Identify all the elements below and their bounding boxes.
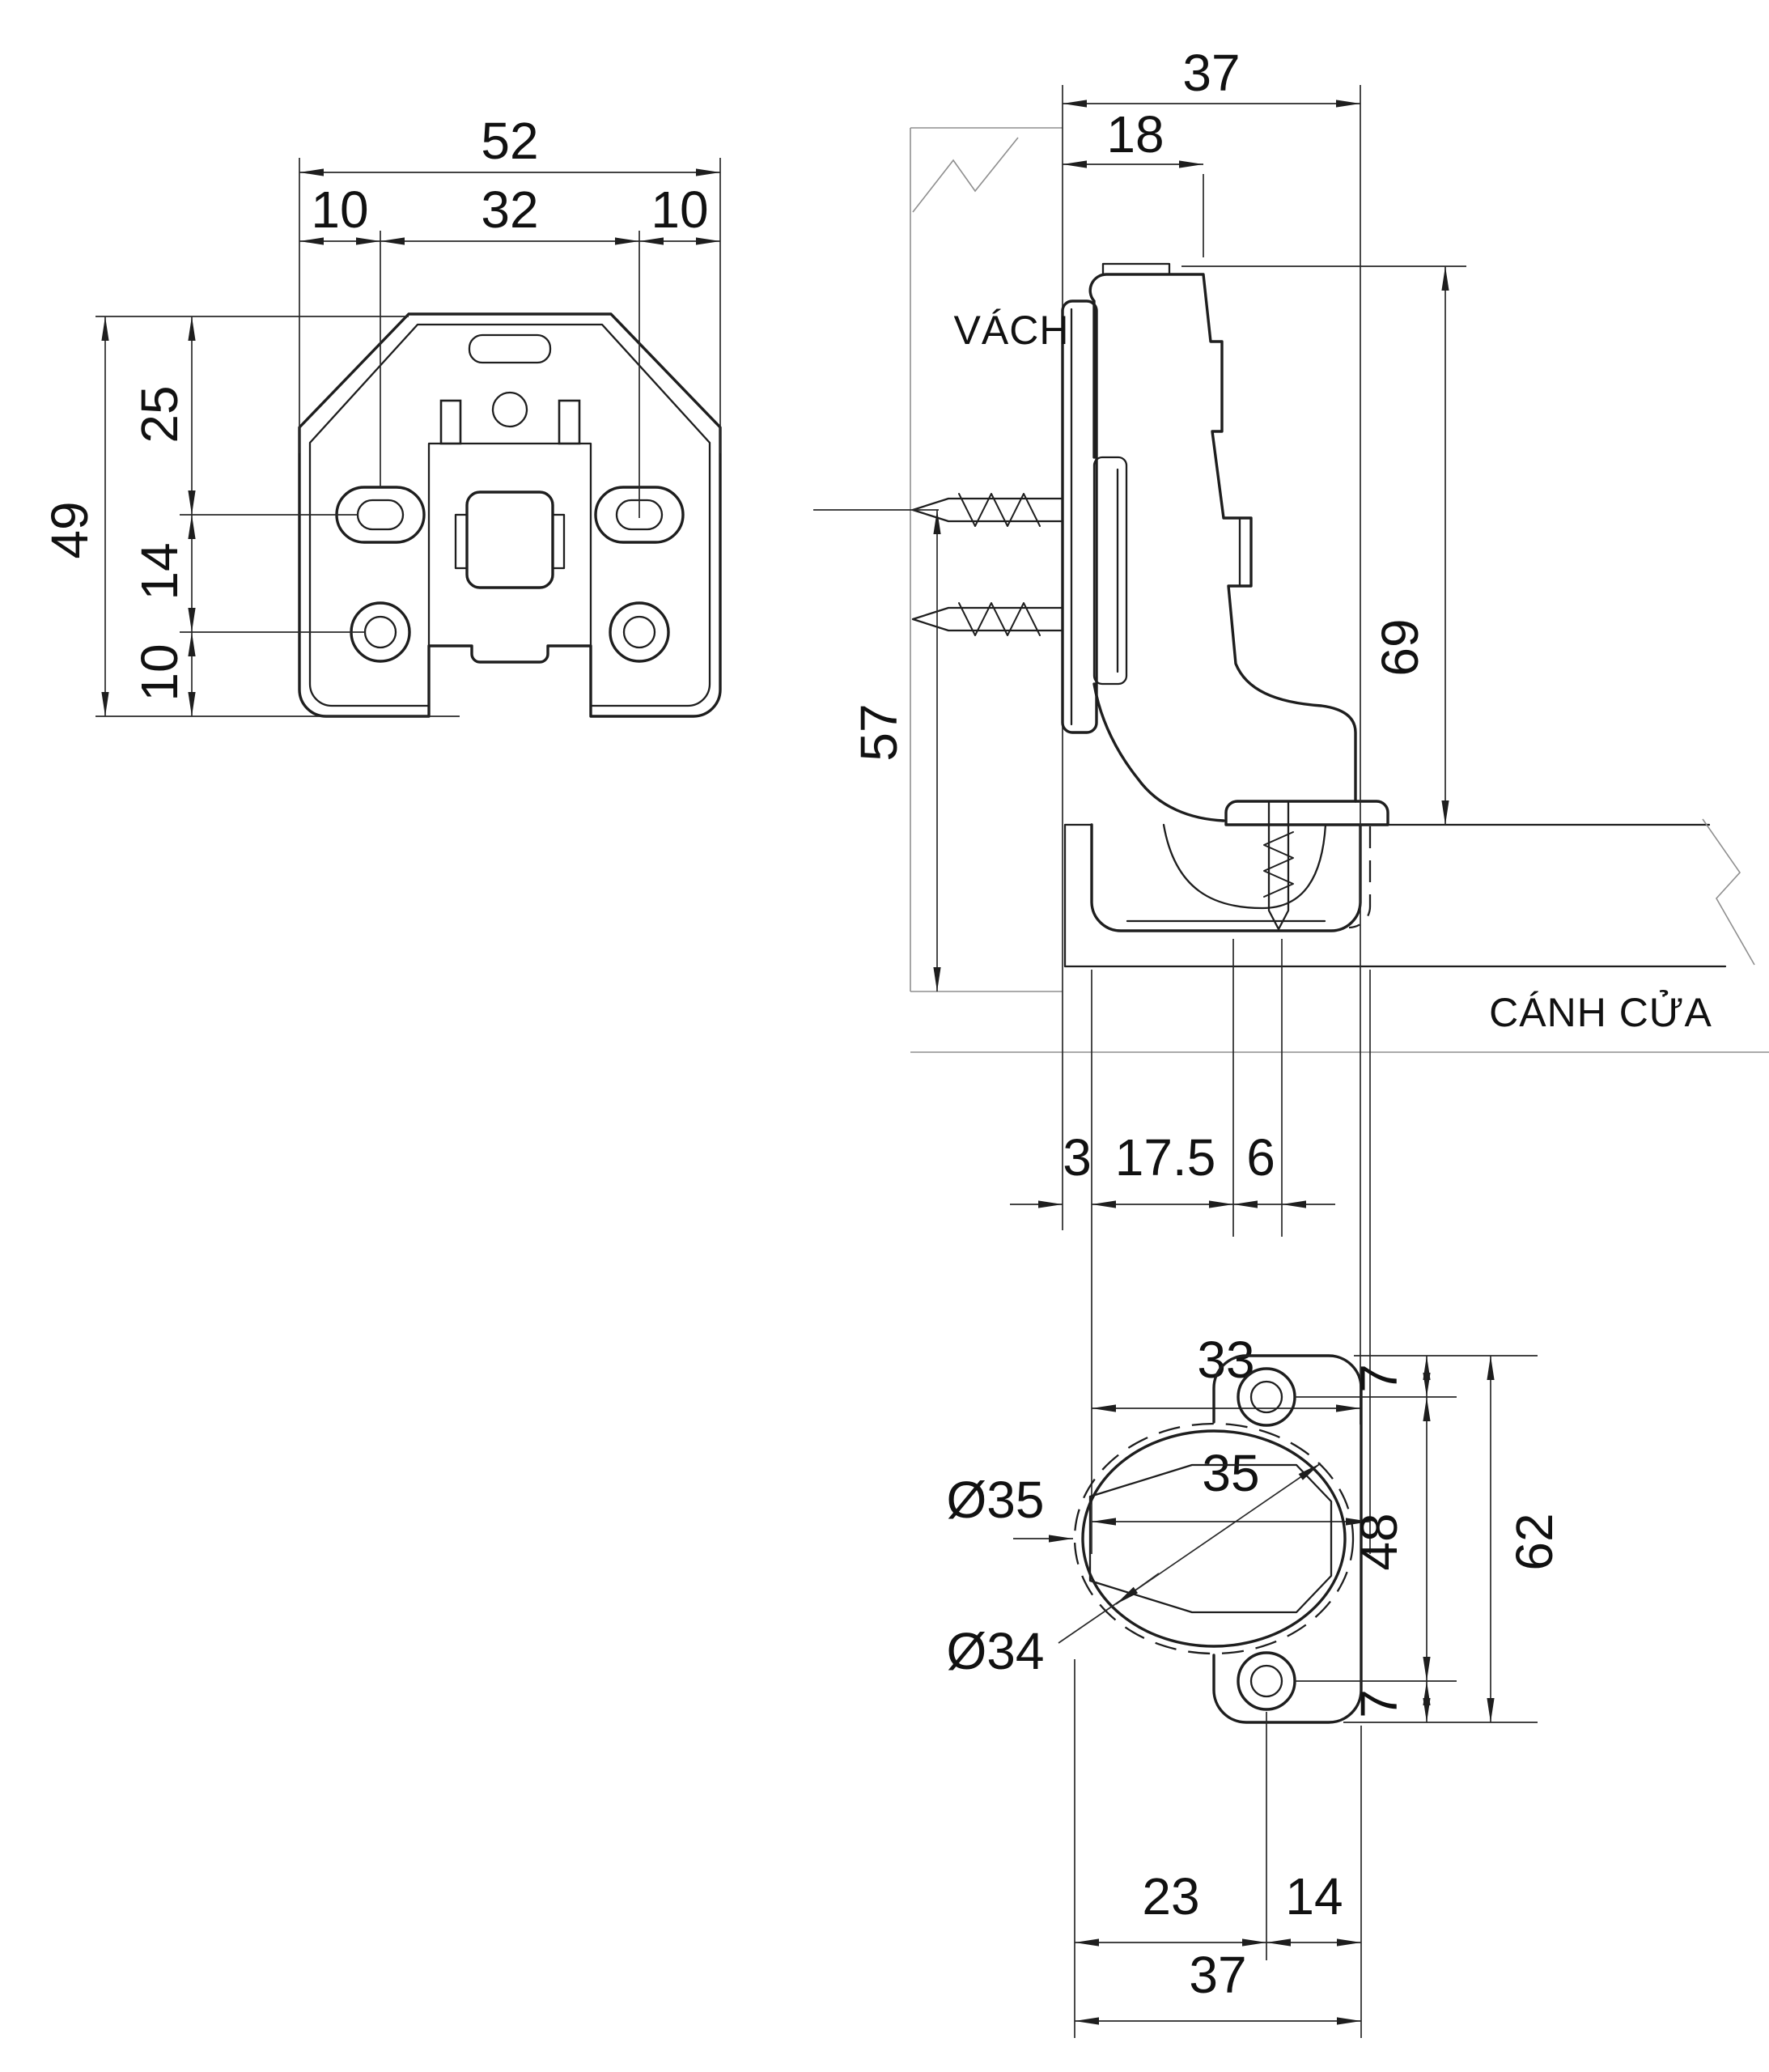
plate-left-offset-label: 10 xyxy=(311,180,368,239)
side-cup-bore-label: 35 xyxy=(1202,1444,1259,1502)
plate-slot-to-hole-label: 14 xyxy=(130,542,189,600)
cup-bore-circle-dashed xyxy=(1073,1422,1355,1655)
cup-body-circle xyxy=(1081,1429,1347,1648)
side-plate-depth-label: 18 xyxy=(1106,105,1164,163)
wall-panel xyxy=(910,127,1769,1053)
cup-diameter-arrow xyxy=(1115,1573,1160,1605)
cup-edge-to-hole-label: 23 xyxy=(1142,1867,1199,1926)
flange-hole-bottom-inner xyxy=(1249,1664,1283,1698)
door-label: CÁNH CỬA xyxy=(1489,989,1712,1035)
plate-outline xyxy=(298,312,722,718)
cup-overall-width-label: 37 xyxy=(1189,1946,1246,2004)
screw-hole-right-inner xyxy=(622,615,656,649)
cup-diameter-leader xyxy=(1058,1463,1321,1644)
cup-top-margin-label: 7 xyxy=(1350,1364,1408,1393)
wall-break-icon xyxy=(912,137,1019,213)
cup-overall-height-label: 62 xyxy=(1505,1513,1563,1570)
hinge-cup-side xyxy=(1090,823,1362,932)
cup-bore-hidden-edge xyxy=(1348,826,1372,929)
plate-front-view: 52 10 32 10 49 25 14 10 xyxy=(40,112,722,718)
plate-extension-lines xyxy=(95,158,721,717)
side-cup-center-label: 17.5 xyxy=(1115,1128,1216,1187)
side-cup-body-label: 33 xyxy=(1197,1331,1254,1389)
cup-flange xyxy=(1224,800,1389,826)
plate-boss-tab-left xyxy=(454,513,469,570)
plate-tab-left xyxy=(439,399,462,445)
cup-hole-spacing-label: 48 xyxy=(1350,1513,1408,1570)
cup-bore-diameter-label: Ø35 xyxy=(947,1471,1045,1529)
screw-hole-right xyxy=(609,601,670,663)
cup-extension-lines xyxy=(1074,1355,1538,2038)
plate-center-hole xyxy=(491,391,528,428)
side-extension-lines xyxy=(813,85,1466,1554)
plate-overall-width-label: 52 xyxy=(481,112,538,170)
plate-right-offset-label: 10 xyxy=(651,180,708,239)
plate-center-channel xyxy=(427,442,592,648)
side-overall-height-label: 69 xyxy=(1371,618,1429,676)
cup-boss-interior xyxy=(1162,823,1327,910)
side-screw-to-edge-label: 57 xyxy=(850,703,908,761)
plate-hole-to-bottom-label: 10 xyxy=(130,643,189,701)
cup-back-view: Ø35 Ø34 7 48 62 7 23 14 37 xyxy=(947,1354,1563,2038)
cup-screw-icon xyxy=(1263,801,1294,931)
arm-clip-detail xyxy=(1092,456,1128,686)
plate-overall-height-label: 49 xyxy=(40,501,99,558)
cup-hole-to-edge-label: 14 xyxy=(1285,1867,1343,1926)
flange-hole-top-inner xyxy=(1249,1380,1283,1414)
plate-top-slot xyxy=(468,333,552,364)
door-panel xyxy=(1063,823,1727,968)
hinge-arm xyxy=(1088,273,1357,822)
plate-inner-outline xyxy=(308,323,711,707)
side-edge-gap-label: 3 xyxy=(1063,1128,1092,1187)
cup-flange-back xyxy=(1212,1354,1363,1724)
plate-top-to-slot-label: 25 xyxy=(130,385,189,443)
plate-boss-tab-right xyxy=(551,513,566,570)
wall-label: VÁCH xyxy=(954,308,1070,353)
plate-tab-right xyxy=(558,399,581,445)
cup-bottom-margin-label: 7 xyxy=(1350,1689,1408,1718)
side-overall-depth-label: 37 xyxy=(1182,44,1240,102)
mounting-plate-side xyxy=(1061,299,1098,734)
side-screw-offset-label: 6 xyxy=(1246,1128,1275,1187)
door-break-icon xyxy=(1702,818,1755,966)
plate-slot-spacing-label: 32 xyxy=(481,180,538,239)
cup-diameter-label: Ø34 xyxy=(947,1622,1045,1680)
